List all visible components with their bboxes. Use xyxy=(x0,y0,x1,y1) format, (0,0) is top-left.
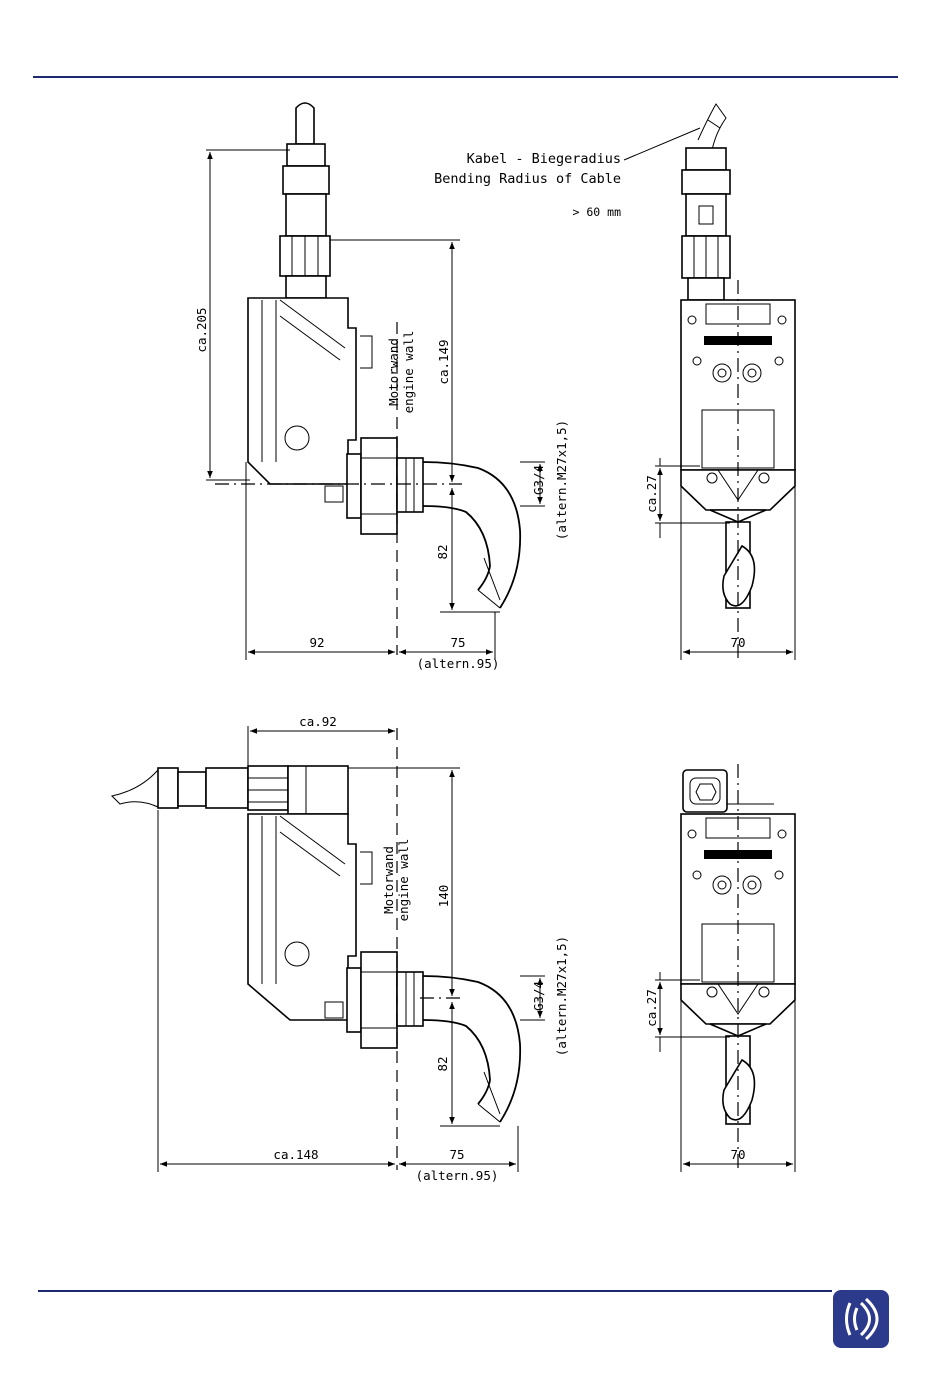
label-thread: G3/4 xyxy=(531,465,546,495)
dim-right: 75 xyxy=(450,635,465,650)
label-thread-alt: (altern.M27x1,5) xyxy=(554,936,569,1056)
top-side-view: ca.205 ca.149 Motorwand engine wall G3/4… xyxy=(194,103,569,671)
dim-bend: 82 xyxy=(435,1056,450,1071)
dim-top: ca.92 xyxy=(299,714,337,729)
dim-right-alt: (altern.95) xyxy=(417,656,500,671)
dim-27: ca.27 xyxy=(644,989,659,1027)
label-thread: G3/4 xyxy=(531,981,546,1011)
dim-width: 70 xyxy=(730,1147,745,1162)
dim-height: 140 xyxy=(436,885,451,908)
bottom-side-view: ca.92 Motorwand engine wall 140 G3/4 (al… xyxy=(112,714,569,1183)
dim-bend: 82 xyxy=(435,544,450,559)
label-wall-de: Motorwand xyxy=(381,846,396,914)
label-cable-en: Bending Radius of Cable xyxy=(434,171,621,187)
dim-27: ca.27 xyxy=(644,475,659,513)
dim-right-alt: (altern.95) xyxy=(416,1168,499,1183)
dim-width: 70 xyxy=(730,635,745,650)
bottom-front-view: ca.27 70 xyxy=(644,764,795,1172)
label-bend-radius: > 60 mm xyxy=(573,205,622,219)
label-wall-en: engine wall xyxy=(396,839,411,922)
dim-total-height: ca.205 xyxy=(194,307,209,352)
dim-right: 75 xyxy=(449,1147,464,1162)
label-wall-de: Motorwand xyxy=(386,338,401,406)
label-thread-alt: (altern.M27x1,5) xyxy=(554,420,569,540)
label-cable-de: Kabel - Biegeradius xyxy=(467,151,621,167)
label-wall-en: engine wall xyxy=(401,331,416,414)
dim-left: 92 xyxy=(309,635,324,650)
dim-left: ca.148 xyxy=(273,1147,318,1162)
company-logo xyxy=(833,1290,889,1348)
dim-height: ca.149 xyxy=(436,339,451,384)
top-front-view: Kabel - Biegeradius Bending Radius of Ca… xyxy=(434,104,795,660)
